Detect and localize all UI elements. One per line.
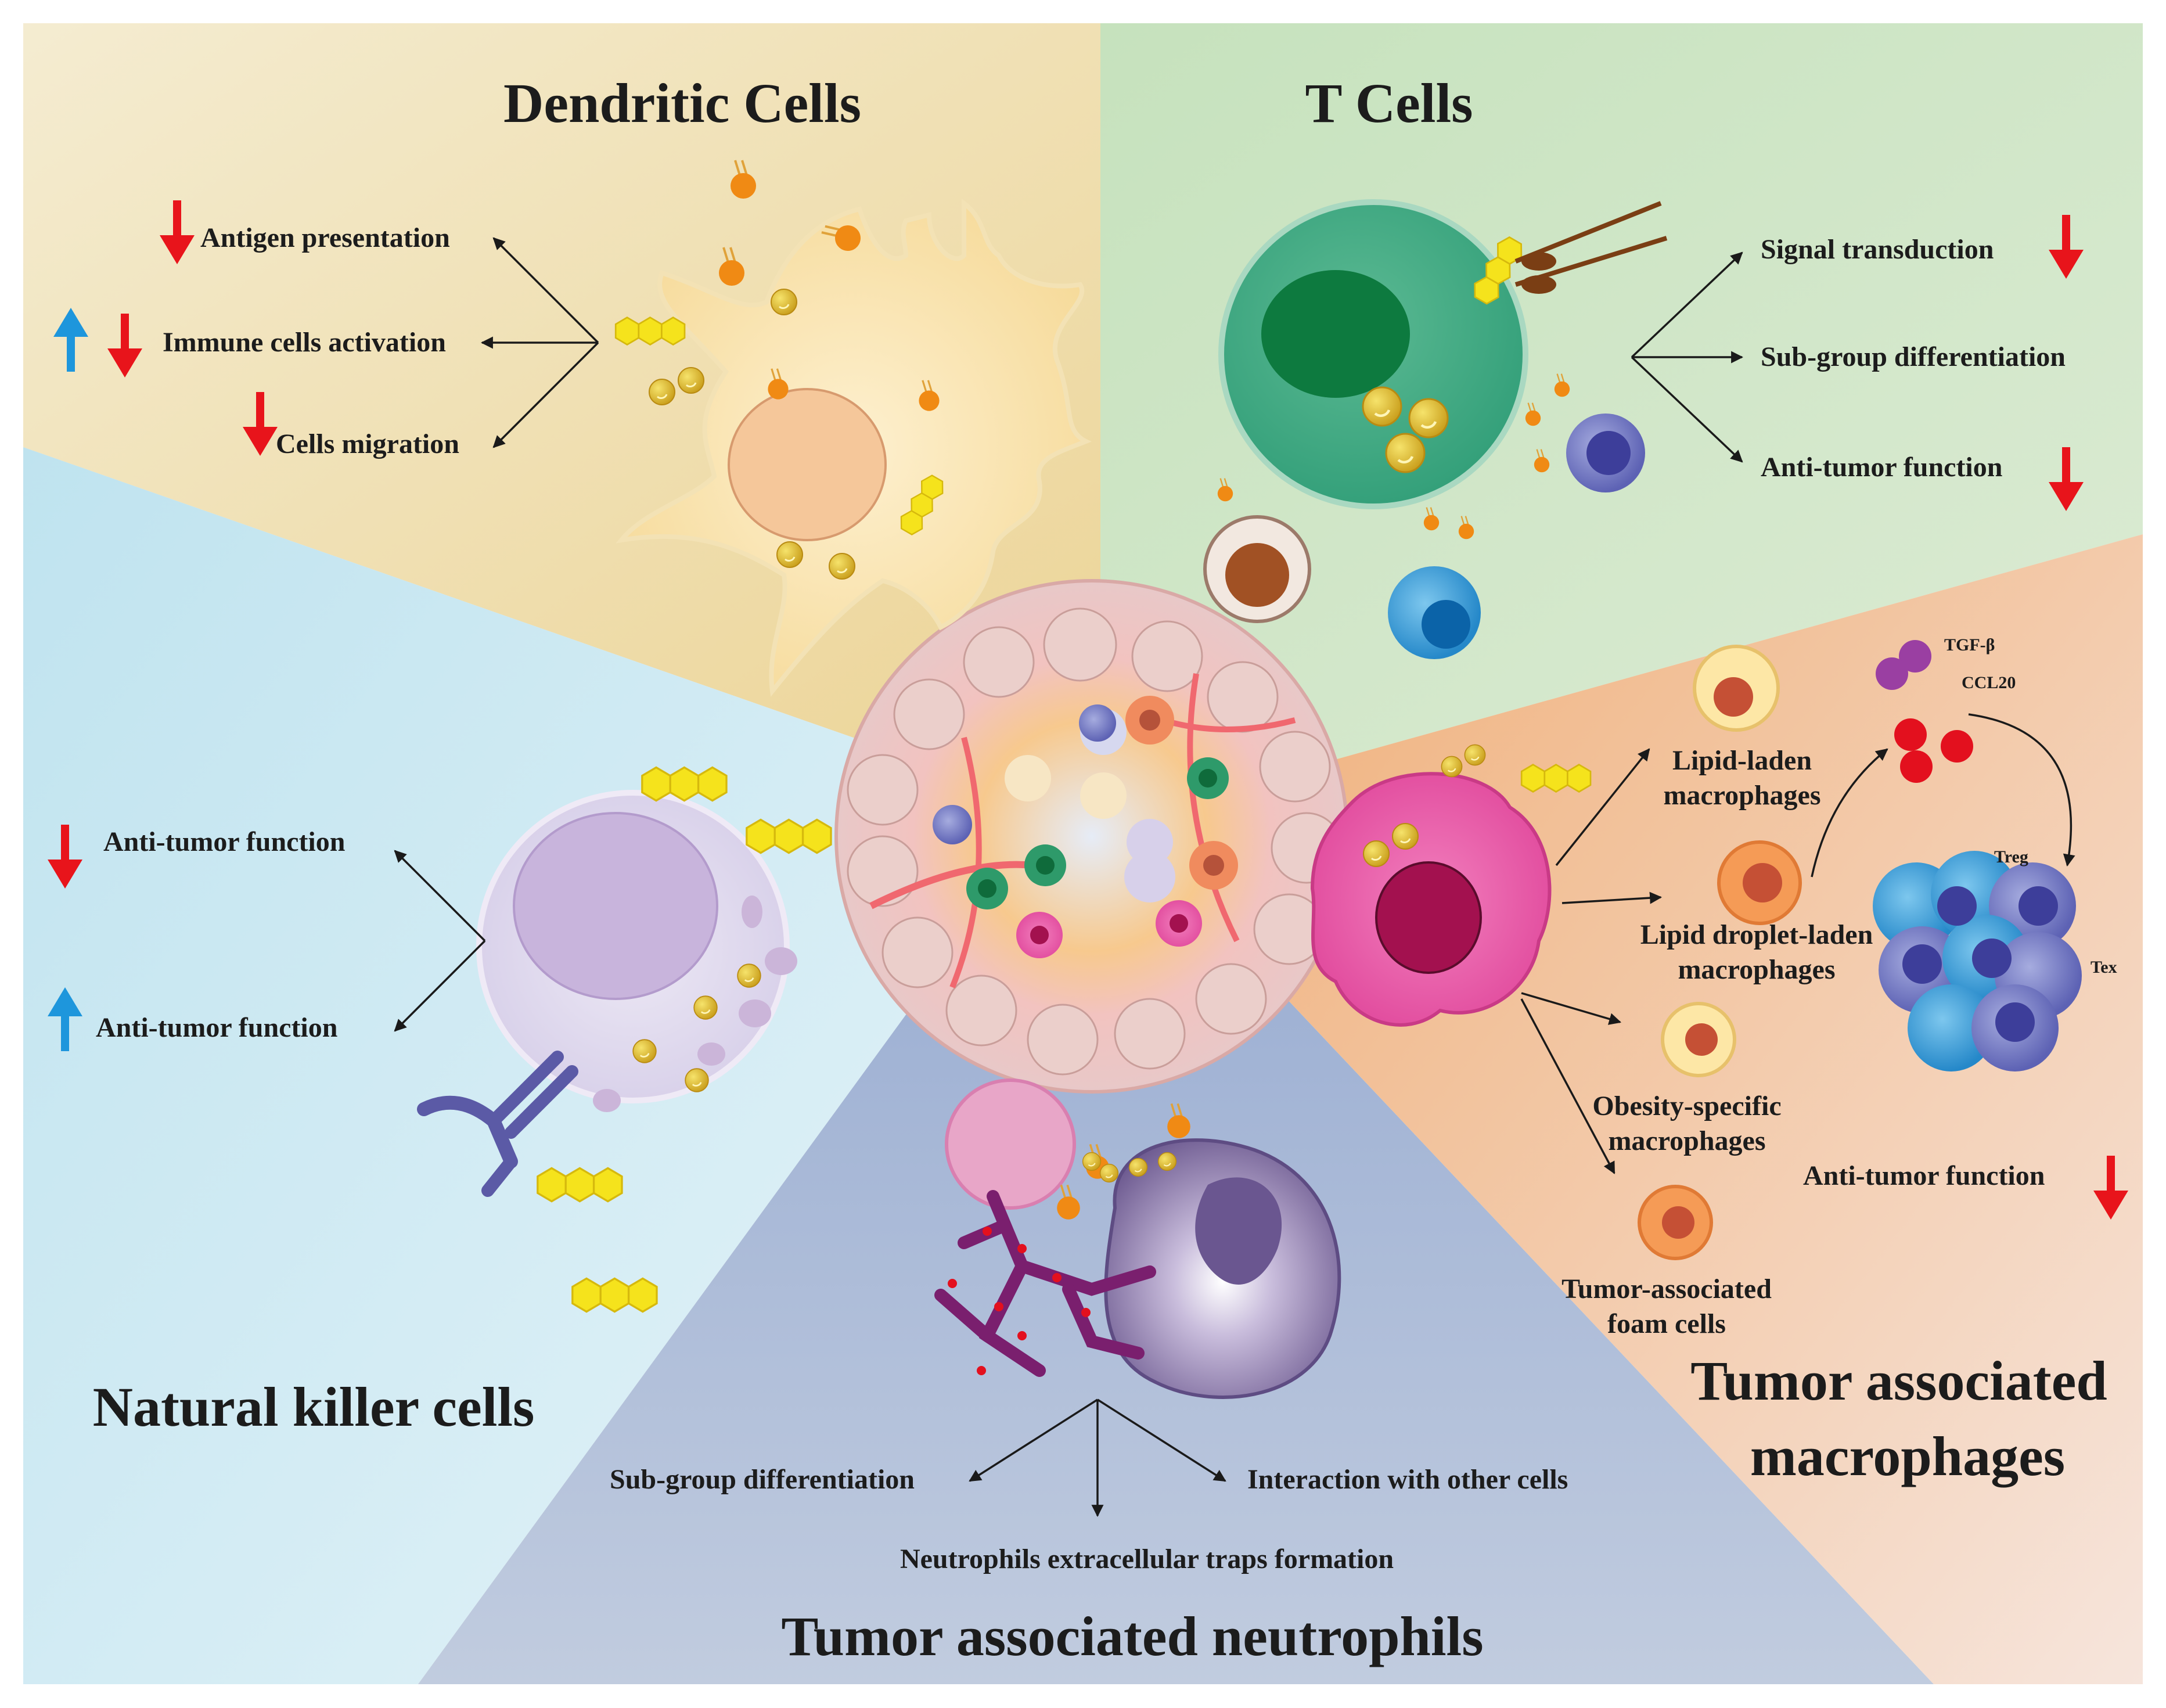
- nk-title: Natural killer cells: [93, 1376, 535, 1438]
- tam-type-obesity-2: macrophages: [1608, 1126, 1765, 1156]
- dc-activation-up-arrow: [53, 308, 88, 372]
- dc-migration-down-arrow: [243, 392, 278, 456]
- tcell-effect-subgroup: Sub-group differentiation: [1761, 341, 2066, 372]
- tam-title-line1: Tumor associated: [1690, 1350, 2107, 1412]
- dc-effect-activation: Immune cells activation: [163, 327, 446, 358]
- cytokine-ccl20-label: CCL20: [1962, 673, 2016, 692]
- dc-effect-migration: Cells migration: [276, 429, 459, 459]
- tcell-signal-down-arrow: [2049, 215, 2084, 279]
- dc-effect-antigen: Antigen presentation: [200, 222, 450, 253]
- cytokine-tgfb-label: TGF-β: [1944, 635, 1995, 655]
- labels: Dendritic Cells Antigen presentation Imm…: [93, 72, 2117, 1667]
- tex-label: Tex: [2091, 958, 2117, 977]
- tam-type-obesity-1: Obesity-specific: [1592, 1091, 1781, 1121]
- tam-type-droplet-1: Lipid droplet-laden: [1640, 919, 1873, 950]
- tam-effect-antitumor: Anti-tumor function: [1803, 1160, 2045, 1191]
- tcell-effect-signal: Signal transduction: [1761, 234, 1994, 265]
- tcell-title: T Cells: [1305, 72, 1473, 134]
- tam-type-foam-2: foam cells: [1607, 1308, 1726, 1339]
- treg-tex-cluster: [1873, 851, 2082, 1071]
- tam-type-lipid-laden-1: Lipid-laden: [1672, 745, 1812, 776]
- macrophage-subtypes: [1638, 645, 1802, 1260]
- nk-antitumor-up-arrow: [48, 987, 82, 1051]
- arrows: [394, 237, 2075, 1518]
- dc-antigen-down-arrow: [160, 200, 195, 264]
- treg-label: Treg: [1994, 847, 2028, 866]
- nk-effect-down: Anti-tumor function: [103, 826, 345, 857]
- dc-activation-down-arrow: [107, 314, 142, 377]
- tam-type-foam-1: Tumor-associated: [1561, 1274, 1772, 1304]
- dendritic-cell: [616, 198, 1092, 697]
- neutrophil: [934, 1078, 1341, 1399]
- neut-title: Tumor associated neutrophils: [781, 1605, 1483, 1667]
- cytokines: [1876, 640, 1973, 783]
- t-cell-main: [1218, 199, 1668, 509]
- tumor-microenvironment: [834, 579, 1349, 1094]
- macrophage-main: [1310, 744, 1592, 1027]
- neut-effect-subgroup: Sub-group differentiation: [610, 1464, 915, 1495]
- tcell-effect-antitumor: Anti-tumor function: [1761, 452, 2002, 483]
- tam-antitumor-down-arrow: [2093, 1156, 2128, 1220]
- trend-arrows: [48, 200, 2128, 1220]
- nk-effect-up: Anti-tumor function: [96, 1012, 337, 1043]
- nk-antitumor-down-arrow: [48, 825, 82, 889]
- neut-effect-nets: Neutrophils extracellular traps formatio…: [900, 1544, 1394, 1574]
- neut-effect-interaction: Interaction with other cells: [1247, 1464, 1568, 1495]
- t-cell-small-cells: [1203, 373, 1645, 659]
- tam-title-line2: macrophages: [1750, 1425, 2065, 1487]
- dendritic-title: Dendritic Cells: [503, 72, 861, 134]
- nk-cell: [417, 790, 797, 1197]
- tam-type-droplet-2: macrophages: [1678, 954, 1835, 985]
- tcell-antitumor-down-arrow: [2049, 447, 2084, 511]
- tam-type-lipid-laden-2: macrophages: [1663, 780, 1820, 811]
- tcr-receptor: [1514, 201, 1668, 294]
- nk-sector: [23, 447, 964, 1684]
- nk-receptor: [417, 1051, 578, 1197]
